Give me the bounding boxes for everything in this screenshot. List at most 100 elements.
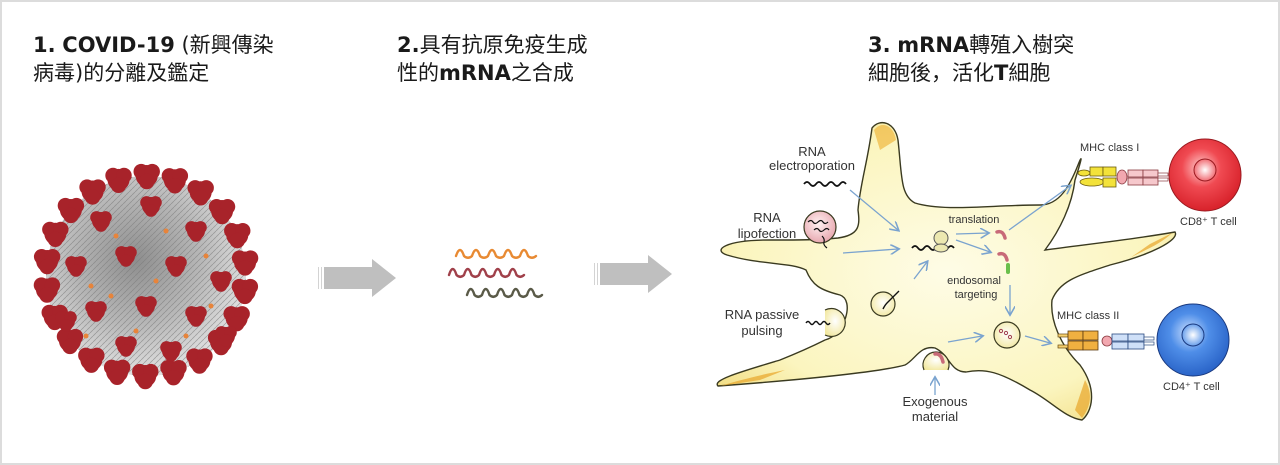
spike-protein xyxy=(165,256,187,277)
spike-protein xyxy=(231,250,259,276)
flow-arrow xyxy=(1008,186,1070,231)
spike-protein xyxy=(215,326,237,347)
envelope-protein xyxy=(133,328,139,334)
spike-protein xyxy=(105,167,132,194)
spike-protein xyxy=(133,163,160,190)
flow-arrow xyxy=(1024,335,1050,343)
process-arrow-1 xyxy=(318,259,396,297)
envelope-protein xyxy=(108,293,114,299)
step-2-title-line1: 具有抗原免疫生成 xyxy=(419,33,588,57)
step-2-title-line2-pre: 性的 xyxy=(397,61,439,85)
label-endosomal-1: endosomal xyxy=(947,275,1001,287)
step-1-title-line2: 病毒)的分離及鑑定 xyxy=(33,61,210,85)
spike-protein xyxy=(186,348,213,374)
envelope-protein xyxy=(183,333,189,339)
spike-protein xyxy=(160,360,187,386)
ribosome xyxy=(911,230,955,253)
passive-pulsing-pocket xyxy=(805,307,846,338)
spike-protein xyxy=(78,347,105,373)
virus-spikes xyxy=(33,163,259,390)
step-1-title: 1. COVID-19 (新興傳染 病毒)的分離及鑑定 xyxy=(33,31,274,87)
label-rna-electroporation-1: RNA xyxy=(798,144,826,159)
mrna-strand-red xyxy=(447,267,526,278)
step-1-title-bold: COVID-19 xyxy=(62,33,175,57)
spike-protein xyxy=(85,301,107,322)
step-1-number: 1. xyxy=(33,33,56,57)
label-translation: translation xyxy=(949,214,1000,226)
label-cd8-t-cell: CD8⁺ T cell xyxy=(1180,216,1237,228)
flow-arrow xyxy=(842,249,898,253)
step-3-title-bold: mRNA xyxy=(897,33,970,57)
envelope-protein xyxy=(153,278,159,284)
label-rna-passive-2: pulsing xyxy=(741,323,782,338)
label-mhc-class-1: MHC class I xyxy=(1080,142,1139,154)
spike-protein xyxy=(65,256,87,277)
flow-arrow xyxy=(849,189,898,230)
step-3-number: 3. xyxy=(868,33,891,57)
flow-arrow xyxy=(913,262,927,280)
spike-protein xyxy=(210,271,232,292)
spike-protein xyxy=(224,223,251,249)
envelope-protein xyxy=(203,253,209,259)
label-rna-lipofection-2: lipofection xyxy=(738,226,797,241)
label-rna-electroporation-2: electroporation xyxy=(769,158,855,173)
spike-protein xyxy=(55,311,77,332)
process-arrow-2 xyxy=(594,255,672,293)
step-3-title-line2-post: 細胞 xyxy=(1008,61,1051,85)
envelope-protein xyxy=(208,303,214,309)
spike-protein xyxy=(135,296,157,317)
cd4-t-cell xyxy=(1156,303,1230,377)
mrna-strand-dark xyxy=(465,287,544,298)
label-mhc-class-2: MHC class II xyxy=(1057,310,1119,322)
label-rna-passive-1: RNA passive xyxy=(725,307,799,322)
flow-arrow xyxy=(955,233,988,234)
spike-protein xyxy=(57,197,85,224)
spike-protein xyxy=(132,363,159,390)
spike-protein xyxy=(161,168,189,194)
envelope-protein xyxy=(113,233,119,239)
step-1-title-line1: (新興傳染 xyxy=(174,33,274,57)
step-2-number: 2. xyxy=(397,33,420,57)
spike-protein xyxy=(79,179,106,205)
label-exogenous-1: Exogenous xyxy=(902,394,968,409)
flow-arrow xyxy=(947,336,982,343)
mhc-class-2-complex xyxy=(1057,330,1155,351)
exogenous-pocket xyxy=(922,351,950,371)
label-rna-lipofection-1: RNA xyxy=(753,210,781,225)
mhc-class-1-complex xyxy=(1077,166,1169,188)
coronavirus-illustration xyxy=(33,163,259,390)
step-3-title: 3. mRNA轉殖入樹突 細胞後，活化T細胞 xyxy=(868,31,1074,87)
step-2-title: 2.具有抗原免疫生成 性的mRNA之合成 xyxy=(397,31,588,87)
label-exogenous-2: material xyxy=(912,409,958,424)
endosome-rna xyxy=(870,290,900,317)
flow-arrow xyxy=(955,239,990,252)
peptide-1 xyxy=(995,229,1007,240)
mrna-strand-orange xyxy=(454,248,538,259)
spike-protein xyxy=(187,180,214,206)
step-3-title-line2-bold: T xyxy=(994,61,1009,85)
spike-protein xyxy=(185,306,207,327)
mrna-strands xyxy=(447,248,544,298)
spike-protein xyxy=(115,336,137,357)
label-cd4-t-cell: CD4⁺ T cell xyxy=(1163,381,1220,393)
peptide-2 xyxy=(997,251,1009,262)
flow-arrows xyxy=(842,186,1070,395)
spike-protein xyxy=(90,211,112,232)
arrow-right-icon xyxy=(324,259,396,297)
spike-protein xyxy=(103,359,131,385)
step-3-title-line2-pre: 細胞後，活化 xyxy=(868,61,994,85)
arrow-right-icon xyxy=(600,255,672,293)
lipofection-vesicle xyxy=(803,210,837,249)
cd8-t-cell xyxy=(1168,138,1242,212)
endosome-peptides xyxy=(993,321,1021,349)
spike-protein xyxy=(115,246,137,267)
spike-protein xyxy=(160,341,182,362)
rna-wave-electroporation xyxy=(803,181,847,187)
step-2-title-line2-post: 之合成 xyxy=(510,61,574,85)
envelope-protein xyxy=(88,283,94,289)
spike-protein xyxy=(231,278,259,305)
spike-protein xyxy=(185,221,207,242)
label-endosomal-2: targeting xyxy=(955,289,998,301)
envelope-protein xyxy=(163,228,169,234)
